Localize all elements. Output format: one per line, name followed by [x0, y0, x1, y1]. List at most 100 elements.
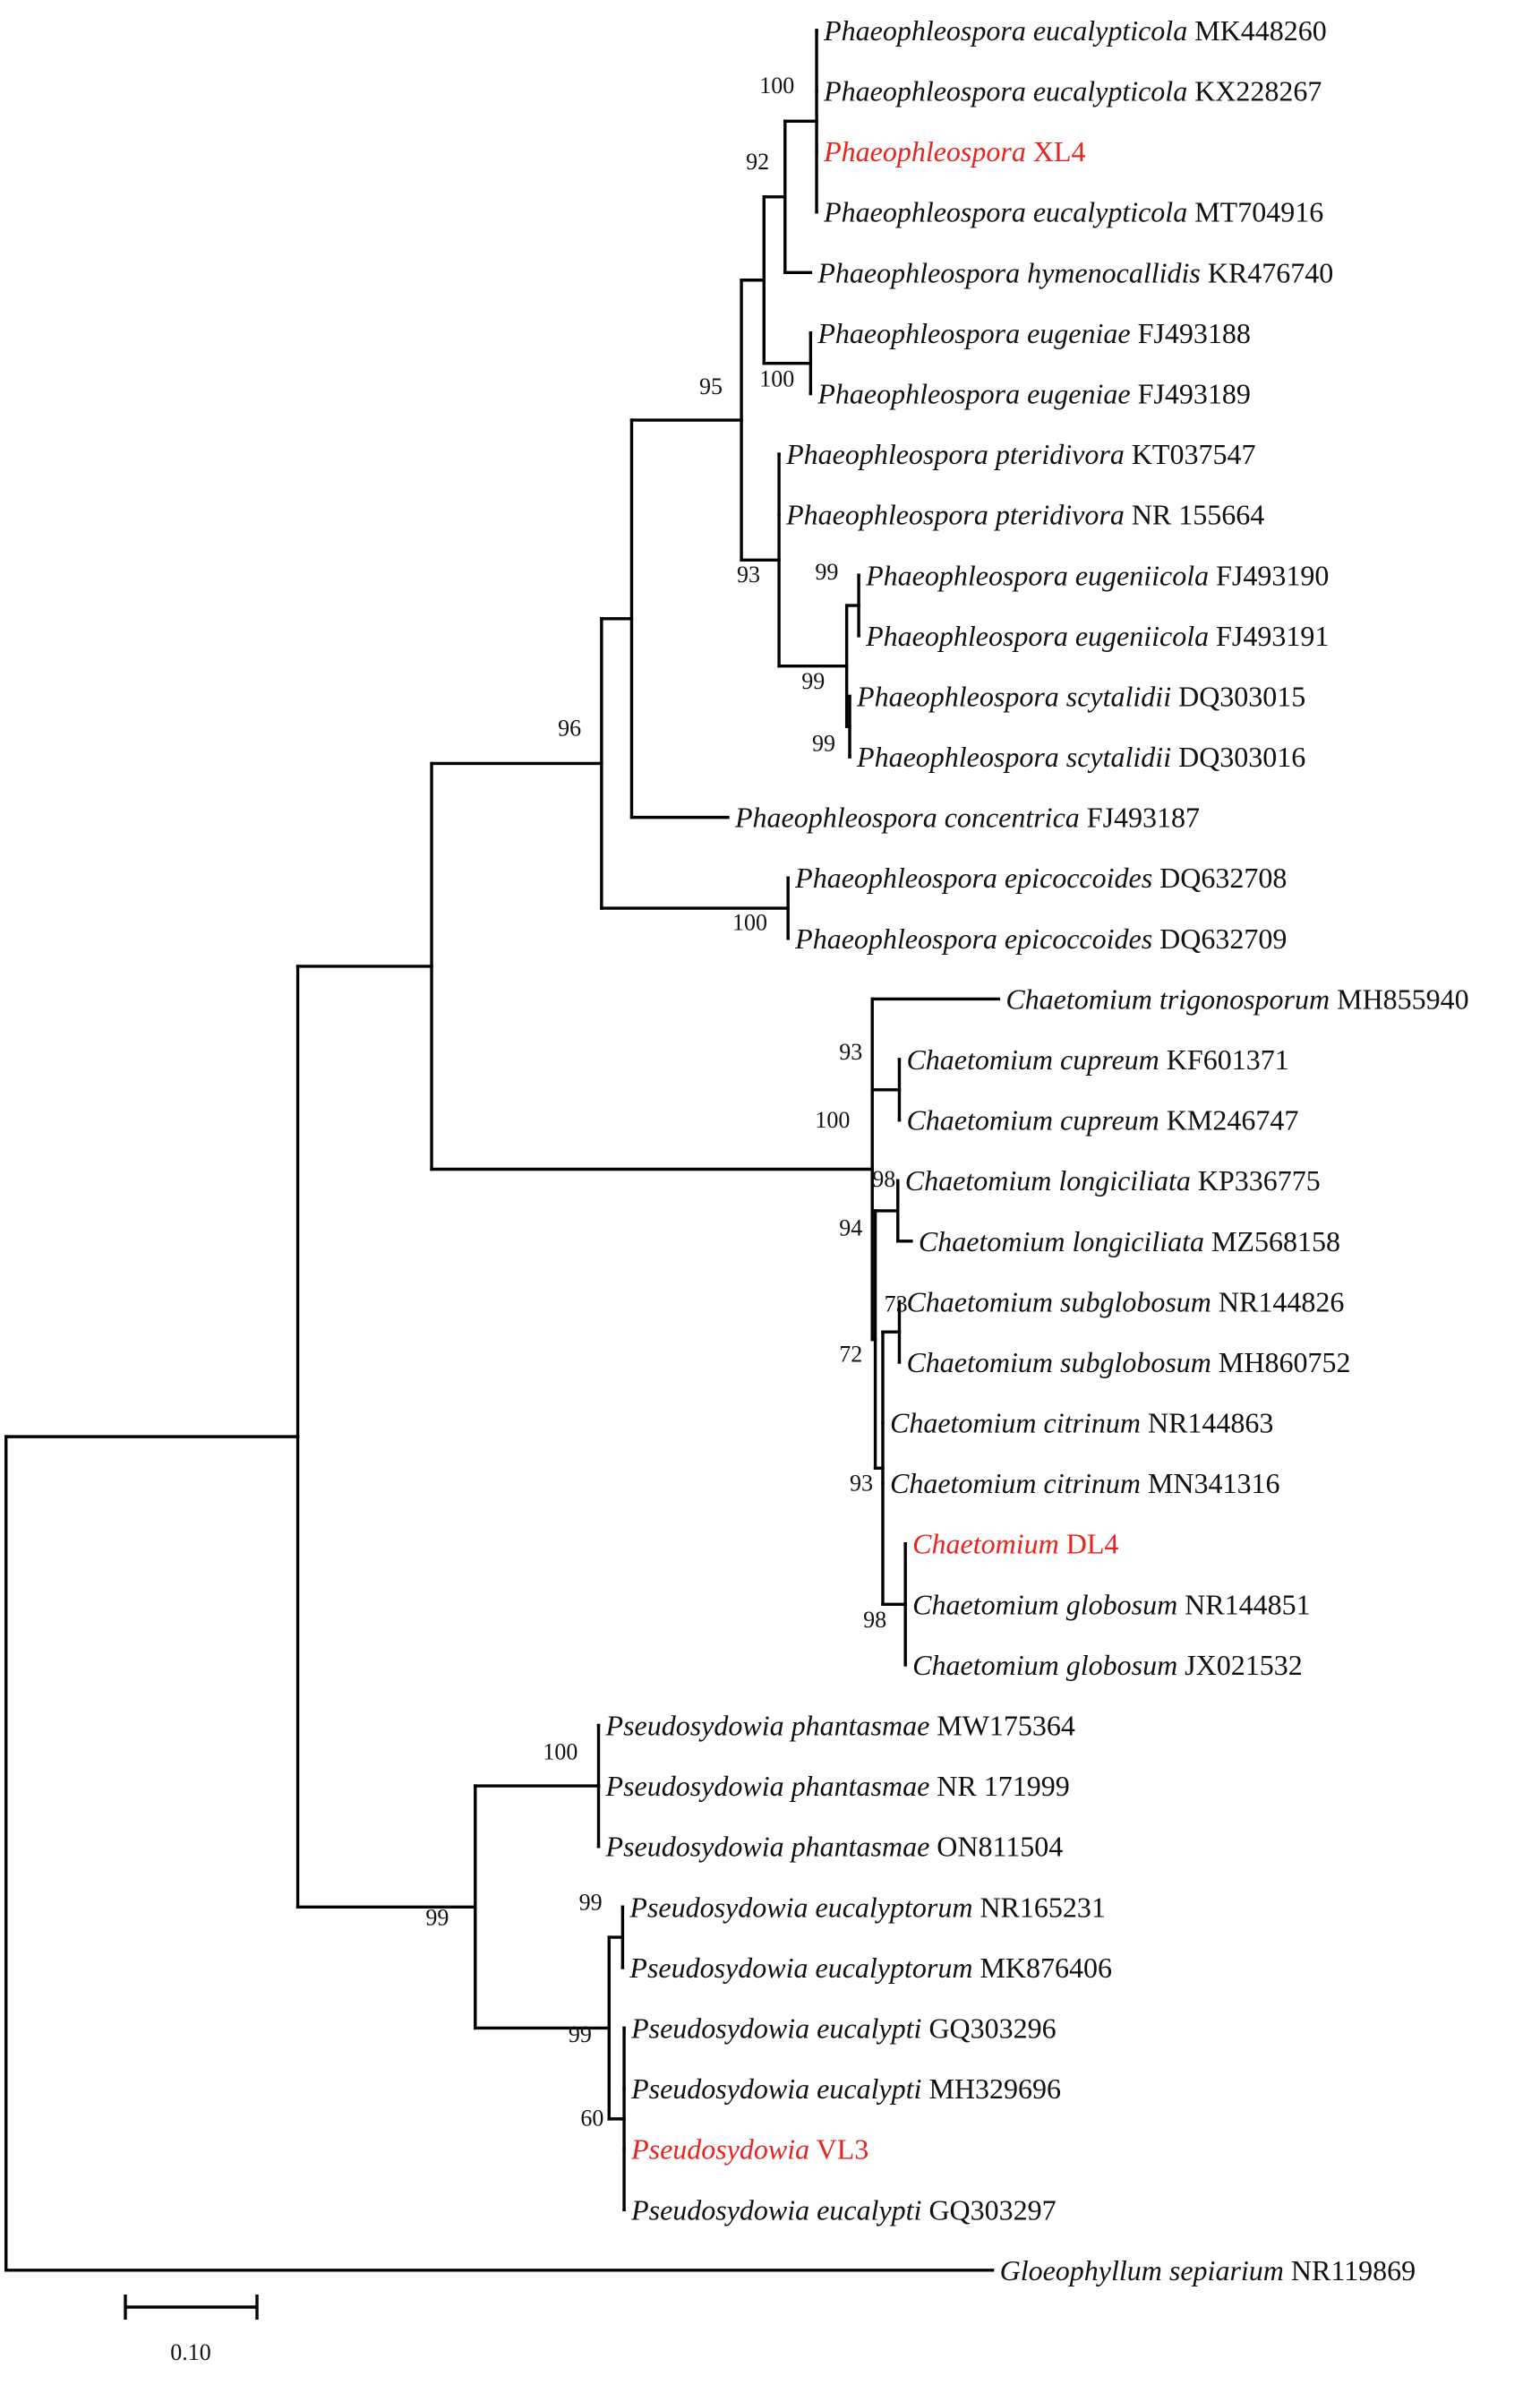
- tip-label: Chaetomium globosum JX021532: [912, 1649, 1303, 1681]
- tip-species-name: Chaetomium subglobosum: [906, 1285, 1211, 1317]
- tip-species-name: Phaeophleospora pteridivora: [785, 438, 1125, 470]
- tip-label: Phaeophleospora epicoccoides DQ632709: [794, 922, 1287, 955]
- bootstrap-value: 93: [737, 562, 760, 588]
- tip-accession: MH855940: [1330, 982, 1469, 1015]
- tip-species-name: Phaeophleospora eugeniicola: [865, 620, 1209, 652]
- bootstrap-value: 73: [885, 1291, 908, 1317]
- tip-label: Pseudosydowia phantasmae ON811504: [605, 1831, 1064, 1863]
- bootstrap-value: 94: [839, 1215, 862, 1241]
- tip-label: Chaetomium DL4: [912, 1528, 1118, 1560]
- tip-accession: KR476740: [1201, 256, 1333, 288]
- tip-label: Pseudosydowia eucalyptorum MK876406: [629, 1952, 1112, 1984]
- tip-accession: FJ493189: [1131, 377, 1251, 409]
- tip-species-name: Phaeophleospora hymenocallidis: [817, 256, 1200, 288]
- tip-label: Phaeophleospora pteridivora KT037547: [785, 438, 1255, 470]
- tip-species-name: Phaeophleospora pteridivora: [785, 499, 1125, 531]
- tip-accession: FJ493187: [1080, 802, 1200, 834]
- tip-species-name: Phaeophleospora eugeniicola: [865, 559, 1209, 591]
- tip-species-name: Phaeophleospora: [823, 135, 1026, 167]
- tip-accession: JX021532: [1177, 1649, 1303, 1681]
- tip-accession: DQ632708: [1152, 862, 1287, 894]
- bootstrap-value: 100: [732, 910, 767, 936]
- bootstrap-value: 99: [815, 559, 838, 585]
- tip-species-name: Chaetomium globosum: [912, 1649, 1177, 1681]
- tip-species-name: Pseudosydowia eucalyptorum: [629, 1952, 972, 1984]
- bootstrap-value: 100: [815, 1107, 850, 1133]
- tip-accession: KP336775: [1191, 1164, 1321, 1197]
- tip-species-name: Chaetomium citrinum: [890, 1467, 1141, 1499]
- tip-accession: FJ493191: [1209, 620, 1329, 652]
- bootstrap-value: 100: [759, 365, 794, 391]
- tip-label: Chaetomium longiciliata MZ568158: [919, 1225, 1340, 1257]
- tip-label: Pseudosydowia eucalypti GQ303296: [630, 2012, 1057, 2044]
- tip-accession: NR165231: [972, 1891, 1105, 1923]
- bootstrap-value: 99: [801, 668, 825, 694]
- tip-accession: KT037547: [1125, 438, 1256, 470]
- tip-label: Phaeophleospora eugeniicola FJ493191: [865, 620, 1329, 652]
- tip-species-name: Pseudosydowia phantasmae: [605, 1770, 930, 1802]
- tip-label: Pseudosydowia eucalypti MH329696: [630, 2072, 1061, 2105]
- tip-species-name: Gloeophyllum sepiarium: [1000, 2254, 1284, 2286]
- bootstrap-value: 98: [863, 1607, 886, 1633]
- bootstrap-value: 100: [759, 73, 794, 99]
- scale-bar-label: 0.10: [170, 2339, 211, 2365]
- tip-species-name: Chaetomium cupreum: [906, 1104, 1159, 1137]
- tip-accession: DQ303016: [1171, 741, 1305, 773]
- tip-accession: MH860752: [1211, 1346, 1351, 1378]
- tip-label: Chaetomium cupreum KM246747: [906, 1104, 1298, 1137]
- tip-accession: DQ303015: [1171, 680, 1305, 712]
- tip-species-name: Pseudosydowia eucalypti: [630, 2193, 921, 2226]
- tip-species-name: Phaeophleospora scytalidii: [856, 741, 1171, 773]
- tip-species-name: Chaetomium globosum: [912, 1588, 1177, 1620]
- bootstrap-value: 99: [579, 1890, 603, 1916]
- tip-accession: DL4: [1059, 1528, 1119, 1560]
- bootstrap-value: 92: [746, 149, 769, 175]
- tip-label: Chaetomium trigonosporum MH855940: [1005, 982, 1468, 1015]
- tip-accession: KF601371: [1159, 1043, 1289, 1076]
- tip-species-name: Phaeophleospora epicoccoides: [794, 862, 1152, 894]
- tip-species-name: Phaeophleospora concentrica: [734, 802, 1080, 834]
- tip-label: Pseudosydowia eucalyptorum NR165231: [629, 1891, 1106, 1923]
- tip-accession: MZ568158: [1204, 1225, 1340, 1257]
- tip-label: Chaetomium subglobosum MH860752: [906, 1346, 1350, 1378]
- tip-label: Pseudosydowia VL3: [630, 2133, 868, 2166]
- tip-label: Phaeophleospora scytalidii DQ303015: [856, 680, 1305, 712]
- tip-accession: MW175364: [929, 1710, 1075, 1742]
- tip-label: Pseudosydowia eucalypti GQ303297: [630, 2193, 1057, 2226]
- tip-species-name: Chaetomium cupreum: [906, 1043, 1159, 1076]
- scale-bar: [124, 2295, 259, 2320]
- tip-label: Phaeophleospora XL4: [823, 135, 1085, 167]
- tip-species-name: Phaeophleospora eugeniae: [817, 317, 1130, 349]
- tip-label: Chaetomium longiciliata KP336775: [905, 1164, 1321, 1197]
- tip-species-name: Chaetomium subglobosum: [906, 1346, 1211, 1378]
- tip-accession: VL3: [809, 2133, 868, 2166]
- tip-accession: NR 171999: [929, 1770, 1069, 1802]
- tip-label: Phaeophleospora hymenocallidis KR476740: [817, 256, 1333, 288]
- bootstrap-value: 99: [425, 1905, 449, 1931]
- bootstrap-value: 60: [580, 2105, 603, 2131]
- bootstrap-value: 95: [699, 373, 723, 399]
- tip-species-name: Pseudosydowia phantasmae: [605, 1710, 930, 1742]
- tip-species-name: Pseudosydowia eucalyptorum: [629, 1891, 972, 1923]
- tip-species-name: Phaeophleospora scytalidii: [856, 680, 1171, 712]
- tip-accession: XL4: [1026, 135, 1086, 167]
- tip-species-name: Chaetomium trigonosporum: [1005, 982, 1330, 1015]
- tip-label: Phaeophleospora epicoccoides DQ632708: [794, 862, 1287, 894]
- tip-accession: FJ493188: [1131, 317, 1251, 349]
- tip-species-name: Chaetomium: [912, 1528, 1059, 1560]
- tip-species-name: Phaeophleospora eugeniae: [817, 377, 1130, 409]
- bootstrap-value: 96: [558, 715, 581, 741]
- tip-accession: MK448260: [1187, 14, 1327, 47]
- tip-species-name: Phaeophleospora epicoccoides: [794, 922, 1152, 955]
- tip-accession: GQ303297: [921, 2193, 1056, 2226]
- tip-label: Phaeophleospora eugeniicola FJ493190: [865, 559, 1329, 591]
- tip-accession: MH329696: [921, 2072, 1061, 2105]
- tip-label: Gloeophyllum sepiarium NR119869: [1000, 2254, 1416, 2286]
- tip-species-name: Pseudosydowia: [630, 2133, 809, 2166]
- bootstrap-value: 93: [839, 1039, 862, 1065]
- tip-label: Phaeophleospora concentrica FJ493187: [734, 802, 1200, 834]
- tip-species-name: Chaetomium longiciliata: [905, 1164, 1191, 1197]
- tip-label: Phaeophleospora eucalypticola KX228267: [823, 75, 1322, 107]
- bootstrap-value: 98: [872, 1166, 895, 1192]
